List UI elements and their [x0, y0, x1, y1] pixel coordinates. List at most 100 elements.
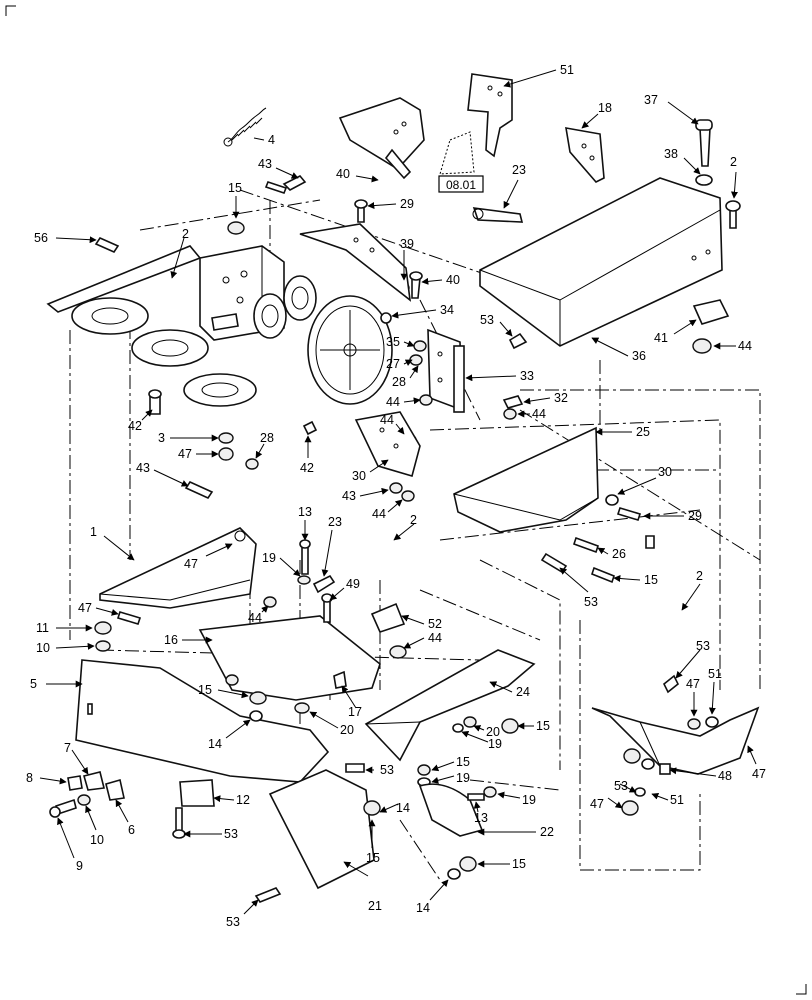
callout-31: 30	[352, 469, 366, 483]
callout-37: 37	[644, 93, 658, 107]
callout-27: 27	[386, 357, 400, 371]
bolt-50-part	[323, 599, 331, 623]
callout-2-top-right: 2	[730, 155, 737, 169]
callout-43: 41	[654, 331, 668, 345]
frame-beam-part	[299, 223, 412, 302]
callout-44-mid: 42	[300, 461, 314, 475]
callout-29-top: 29	[400, 197, 414, 211]
callout-51-left: 53	[224, 827, 238, 841]
callout-15-mid-lower: 15	[456, 755, 470, 769]
callout-22: 22	[540, 825, 554, 839]
callout-41: 51	[560, 63, 574, 77]
drive-shaft-part	[211, 313, 239, 331]
callout-20-left: 20	[340, 723, 354, 737]
callout-13-lower: 13	[474, 811, 488, 825]
nut-15-bottom-part	[459, 856, 477, 872]
shield-24-part	[364, 649, 536, 762]
bolt-29-right-part	[616, 507, 642, 521]
callout-36: 36	[632, 349, 646, 363]
callout-56: 56	[34, 231, 48, 245]
callout-48-shield: 47	[184, 557, 198, 571]
callout-19-upper: 19	[262, 551, 276, 565]
corner-mark-top-left	[5, 5, 16, 16]
bolt-37-part	[699, 127, 711, 167]
callout-38: 38	[664, 147, 678, 161]
callout-46-mid: 44	[386, 395, 400, 409]
reference-cone	[439, 131, 475, 175]
nut-48-right-part	[687, 718, 701, 730]
callout-51-bottom: 53	[226, 915, 240, 929]
bolt-40-part	[411, 277, 421, 299]
callout-14-lower-left: 14	[208, 737, 222, 751]
bolt-2-mid-part	[645, 535, 655, 549]
callout-14-bottom: 14	[416, 901, 430, 915]
washer-52-part	[705, 716, 719, 728]
callout-12: 12	[236, 793, 250, 807]
callout-14-center: 14	[396, 801, 410, 815]
bolt-44-mid-part	[302, 420, 318, 436]
plate-12-part	[179, 779, 215, 807]
clip-32-part	[502, 395, 524, 409]
washer-3-part	[218, 432, 234, 444]
callout-48-lower-right: 47	[590, 797, 604, 811]
callout-50: 49	[346, 577, 360, 591]
washer-38-part	[695, 174, 713, 186]
callout-53: 52	[428, 617, 442, 631]
callout-46-lower-mid: 44	[372, 507, 386, 521]
washer-14-bottom-part	[447, 868, 461, 880]
callout-32: 32	[554, 391, 568, 405]
skid-47-part	[591, 706, 760, 775]
pin-part	[264, 181, 288, 194]
hitch-bracket-hole	[401, 121, 407, 127]
bolt-51-left-part	[175, 807, 183, 833]
callout-39: 39	[400, 237, 414, 251]
nut-46-part	[503, 408, 517, 420]
callout-11: 11	[36, 621, 49, 635]
nut-15-center-part	[363, 800, 381, 816]
callout-30: 30	[658, 465, 672, 479]
hitch-bracket-hole	[393, 129, 399, 135]
callout-21: 21	[368, 899, 382, 913]
plate-53-part	[370, 602, 406, 633]
callout-6: 6	[128, 823, 135, 837]
callout-18: 18	[598, 101, 612, 115]
bracket-49-part	[659, 763, 671, 775]
pulley-part	[283, 275, 317, 321]
callout-19-mid: 19	[488, 737, 502, 751]
spring-part	[227, 107, 267, 143]
callout-46-upper: 44	[380, 413, 394, 427]
nut-48-lower-part	[623, 748, 641, 764]
nut-20-left-part	[294, 702, 310, 714]
washer-10-part	[95, 640, 111, 652]
callout-17: 17	[348, 705, 362, 719]
cutter-disc-part	[71, 297, 149, 335]
shield-36-part	[479, 177, 723, 347]
section-reference-text: 08.01	[446, 178, 476, 192]
nut-48-mid-part	[218, 447, 234, 461]
washer-19-part	[297, 575, 311, 585]
washer-10-lower-part	[77, 794, 91, 806]
pulley-part	[253, 293, 287, 339]
hitch-bracket-part	[338, 97, 425, 169]
callout-46-right: 44	[738, 339, 752, 353]
plate-18-part	[565, 127, 605, 183]
nut-28-right-part	[413, 340, 427, 352]
bolt-26-part	[572, 536, 600, 554]
callout-45-top: 43	[258, 157, 272, 171]
callout-29-right: 29	[688, 509, 702, 523]
nut-15-right-part	[501, 718, 519, 734]
latch-23-lower-part	[312, 574, 336, 594]
callout-28-left: 28	[260, 431, 274, 445]
nut-20-right-part	[463, 716, 477, 728]
callout-42: 40	[336, 167, 350, 181]
callout-5: 5	[30, 677, 37, 691]
nut-11-part	[94, 621, 112, 635]
callout-46-lower: 44	[428, 631, 442, 645]
bracket-7-part	[83, 771, 105, 791]
callout-45-lower: 43	[136, 461, 150, 475]
callout-48-right: 47	[686, 677, 700, 691]
callout-23-top: 23	[512, 163, 526, 177]
bolt-15-mid-part	[591, 566, 615, 584]
callout-47-left: 47	[78, 601, 92, 615]
bolt-45-top-part	[282, 175, 307, 191]
